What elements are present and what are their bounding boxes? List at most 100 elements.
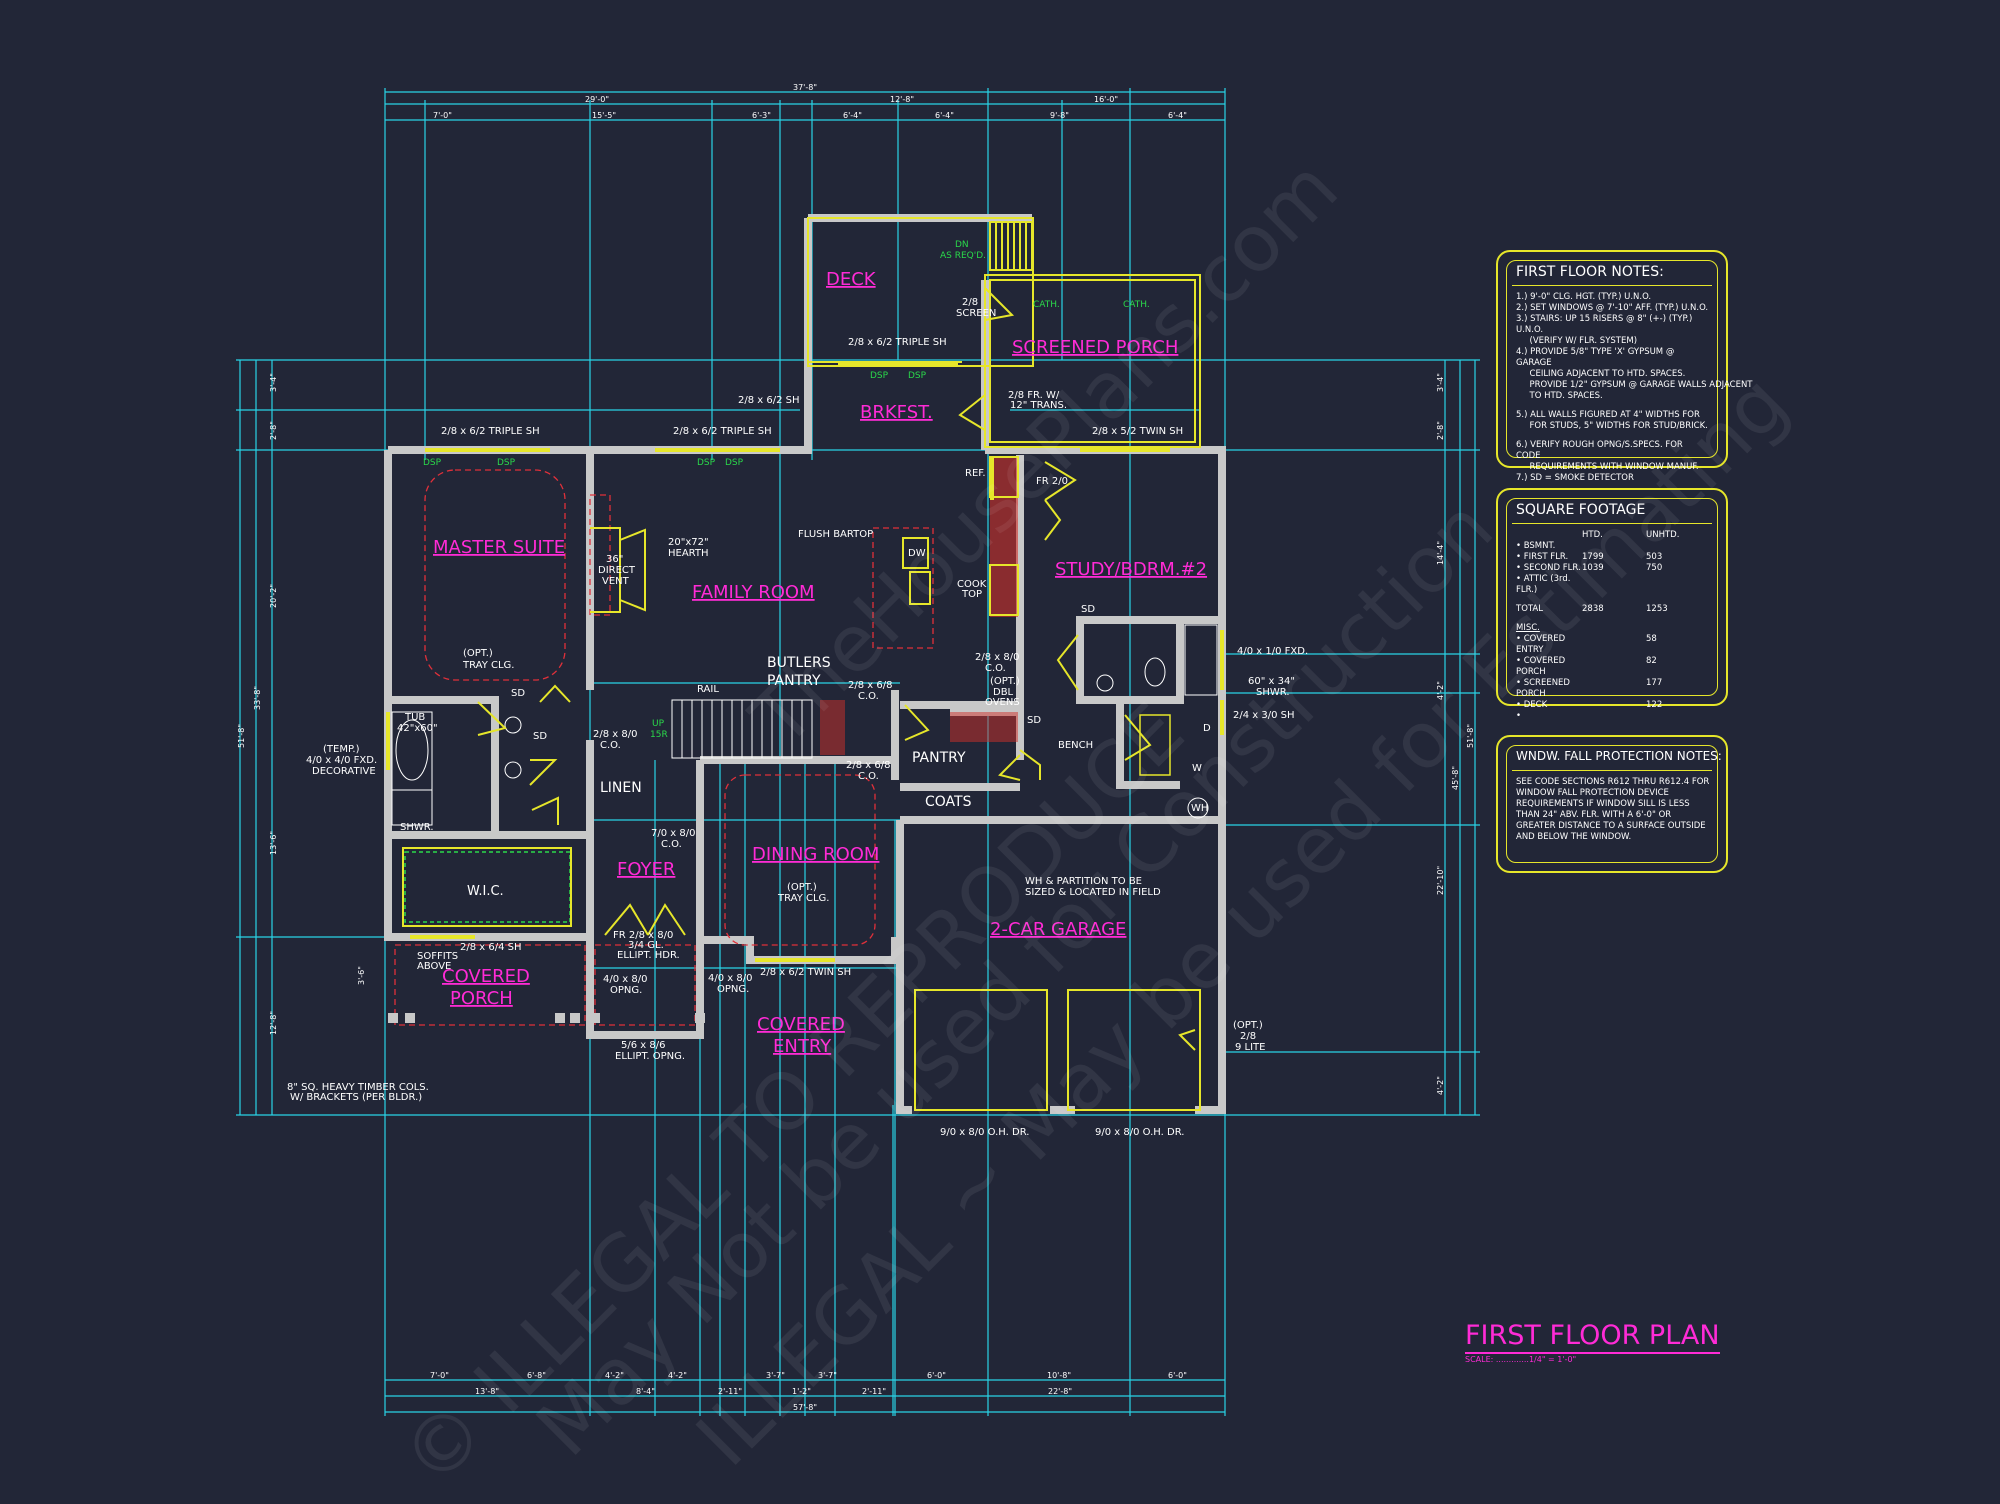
label-fxd-master: (TEMP.) <box>323 744 360 755</box>
stairs <box>671 699 813 759</box>
note-line: 7.) SD = SMOKE DETECTOR <box>1516 473 1634 483</box>
sq-cell: • BSMNT. <box>1516 541 1556 551</box>
label-fr-entry-3: ELLIPT. HDR. <box>617 950 680 961</box>
label-co-dining-2: C.O. <box>858 771 879 782</box>
note-line: 2.) SET WINDOWS @ 7'-10" AFF. (TYP.) U.N… <box>1516 303 1709 313</box>
sq-col-0 <box>1516 530 1582 541</box>
label-15r: 15R <box>650 730 668 740</box>
room-label-family-room: FAMILY ROOM <box>692 582 815 603</box>
label-cath-1: CATH. <box>1033 300 1060 310</box>
label-dbl-ovens-2: DBL <box>993 687 1014 698</box>
dim-top-row-7: 6'-4" <box>1168 111 1187 120</box>
label-co-butlers: 2/8 x 6/8 <box>848 680 892 691</box>
label-wh-partition-2: SIZED & LOCATED IN FIELD <box>1025 887 1161 898</box>
label-dsp-3: DSP <box>423 458 442 468</box>
label-tray-master-2: TRAY CLG. <box>462 660 514 671</box>
label-screen-door: 2/8 <box>962 297 978 308</box>
note-line: 4.) PROVIDE 5/8" TYPE 'X' GYPSUM @ GARAG… <box>1516 347 1675 368</box>
dim-left-1: 3'-4" <box>269 373 278 392</box>
dim-top-row-4: 6'-4" <box>843 111 862 120</box>
table-row: • <box>1516 711 1710 722</box>
dim-bottom-mid-2: 8'-4" <box>636 1387 655 1396</box>
label-porch-window: 2/8 x 6/4 SH <box>460 942 522 953</box>
label-shwr-study: 60" x 34" <box>1248 676 1295 687</box>
dim-bottom-row-7: 6'-0" <box>927 1371 946 1380</box>
note-line <box>1516 432 1710 440</box>
dim-left-4: 13'-6" <box>269 831 278 855</box>
sq-cell: • DECK <box>1516 700 1548 710</box>
label-shwr: SHWR. <box>400 822 434 833</box>
label-w: W <box>1192 763 1202 774</box>
note-line: 5.) ALL WALLS FIGURED AT 4" WIDTHS FOR <box>1516 410 1700 420</box>
label-co-butlers-2: C.O. <box>858 691 879 702</box>
sq-cell <box>1582 656 1646 678</box>
label-fr-entry-2: 3/4 GL. <box>628 940 664 951</box>
sq-cell: TOTAL <box>1516 604 1543 614</box>
label-tray-dining-2: TRAY CLG. <box>777 893 829 904</box>
label-direct-vent: 36" <box>606 554 623 565</box>
dim-left-5: 3'-6" <box>357 966 366 985</box>
dim-bottom-mid-6: 22'-8" <box>1048 1387 1072 1396</box>
sq-cell <box>1582 711 1646 722</box>
sq-cell <box>1646 574 1710 596</box>
room-label-foyer: FOYER <box>617 859 675 880</box>
label-sh-study: 2/4 x 3/0 SH <box>1233 710 1295 721</box>
plan-scale: SCALE: .............1/4" = 1'-0" <box>1465 1355 1577 1364</box>
label-sd-3: SD <box>1027 715 1041 726</box>
label-dsp-6: DSP <box>908 371 927 381</box>
dim-bottom-row-2: 6'-8" <box>527 1371 546 1380</box>
dim-right-2: 2'-8" <box>1436 421 1445 440</box>
wic-shelves <box>402 847 572 927</box>
label-up: UP <box>652 719 665 729</box>
first-floor-notes-box: FIRST FLOOR NOTES: 1.) 9'-0" CLG. HGT. (… <box>1496 250 1753 483</box>
label-shwr-study-2: SHWR. <box>1256 687 1290 698</box>
table-row <box>1516 615 1710 623</box>
label-dsp-1: DSP <box>697 458 716 468</box>
label-sd-1: SD <box>511 688 525 699</box>
label-tray-dining: (OPT.) <box>787 882 817 893</box>
sq-cell: 503 <box>1646 552 1663 562</box>
label-opng-2b: OPNG. <box>717 984 749 995</box>
label-dbl-ovens-3: OVENS <box>985 697 1020 708</box>
room-label-butlers: BUTLERS <box>767 655 831 671</box>
label-fxd-master-3: DECORATIVE <box>312 766 376 777</box>
room-label-pantry: PANTRY <box>912 750 966 766</box>
table-row: • BSMNT. <box>1516 541 1710 552</box>
sq-cell <box>1582 574 1646 596</box>
first-floor-notes-title: FIRST FLOOR NOTES: <box>1516 264 1664 280</box>
room-label-pantry-sub: PANTRY <box>767 673 821 689</box>
label-master-window: 2/8 x 6/2 TRIPLE SH <box>441 426 540 437</box>
label-fxd-master-2: 4/0 x 4/0 FXD. <box>306 755 377 766</box>
dim-bottom-row-5: 3'-7" <box>766 1371 785 1380</box>
sq-cell <box>1582 700 1646 711</box>
room-label-screened-porch: SCREENED PORCH <box>1012 337 1178 358</box>
sq-cell: 2838 <box>1582 604 1604 614</box>
dim-bottom-row-3: 4'-2" <box>605 1371 624 1380</box>
sq-cell: • ATTIC (3rd. FLR.) <box>1516 574 1571 595</box>
dim-right-6: 4'-2" <box>1436 1076 1445 1095</box>
table-row: • ATTIC (3rd. FLR.) <box>1516 574 1710 596</box>
dim-bottom-row-1: 7'-0" <box>430 1371 449 1380</box>
dim-right-1: 3'-4" <box>1436 373 1445 392</box>
room-label-garage: 2-CAR GARAGE <box>990 919 1126 940</box>
label-co-hall: 2/8 x 8/0 <box>593 729 637 740</box>
bath-fixtures <box>391 624 1218 826</box>
room-label-linen: LINEN <box>600 780 642 796</box>
square-footage-title: SQUARE FOOTAGE <box>1516 502 1646 518</box>
label-family-window: 2/8 x 6/2 TRIPLE SH <box>673 426 772 437</box>
sq-cell: 177 <box>1646 678 1663 688</box>
dim-top-mid-3: 16'-0" <box>1094 95 1118 104</box>
room-label-coats: COATS <box>925 794 972 810</box>
sq-cell <box>1516 615 1582 623</box>
label-d: D <box>1203 723 1211 734</box>
room-label-covered-porch: COVERED <box>442 966 530 987</box>
sq-cell <box>1516 596 1582 604</box>
label-co-foyer-2: C.O. <box>661 839 682 850</box>
label-screen-door-2: SCREEN <box>956 308 996 319</box>
windows <box>386 362 1224 962</box>
